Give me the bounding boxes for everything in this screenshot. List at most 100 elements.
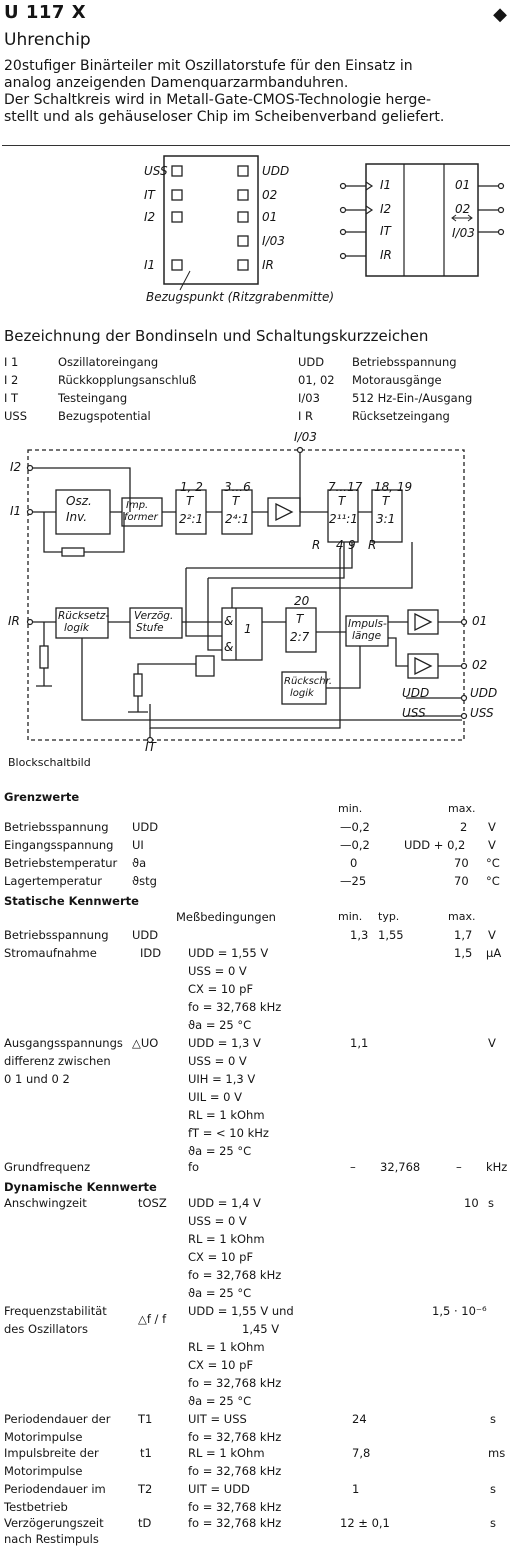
bond-desc: Oszillatoreingang — [58, 355, 159, 369]
col-max: max. — [448, 802, 476, 815]
param-sym: UDD — [132, 928, 159, 942]
condition: fo = 32,768 kHz — [188, 1464, 282, 1478]
param-max: 10 — [464, 1196, 479, 1210]
param-min: – — [350, 1160, 356, 1174]
condition: UDD = 1,4 V — [188, 1196, 261, 1210]
output-driver-block — [407, 653, 439, 679]
condition: ϑa = 25 °C — [188, 1286, 252, 1300]
col-typ: typ. — [378, 910, 400, 923]
diamond-marker-icon: ◆ — [493, 4, 507, 25]
param-name: Stromaufnahme — [4, 946, 97, 960]
limit-min: —0,2 — [340, 820, 370, 834]
stage-ratio: 2²:1 — [179, 512, 204, 526]
param-max: 1,7 — [454, 928, 473, 942]
intro-line: Der Schaltkreis wird in Metall-Gate-CMOS… — [4, 92, 432, 108]
divider-block — [327, 489, 359, 543]
limit-unit: V — [488, 838, 496, 852]
divider-block — [371, 489, 403, 543]
intro-line: analog anzeigenden Damenquarzarmbanduhre… — [4, 75, 349, 91]
stage-label: 7...17 — [328, 480, 363, 494]
bond-code: UDD — [298, 355, 325, 369]
condition: 1,45 V — [242, 1322, 280, 1336]
bond-pad — [237, 259, 249, 271]
condition: UDD = 1,3 V — [188, 1036, 261, 1050]
delay-block — [129, 607, 183, 639]
param-unit: V — [488, 1036, 496, 1050]
bond-pad — [237, 235, 249, 247]
symbol-input-label: I1 — [380, 178, 392, 192]
condition: fo = 32,768 kHz — [188, 1000, 282, 1014]
param-unit: s — [490, 1412, 496, 1426]
param-unit: µA — [486, 946, 502, 960]
pulse-length-block — [345, 615, 389, 647]
param-unit: V — [488, 928, 496, 942]
stage-label: 1, 2 — [180, 480, 203, 494]
limit-name: Betriebstemperatur — [4, 856, 118, 870]
supply-label: UDD — [470, 686, 498, 700]
stage-ratio: 2¹¹:1 — [329, 512, 358, 526]
reference-note: Bezugspunkt (Ritzgrabenmitte) — [146, 290, 335, 304]
param-typ: 7,8 — [352, 1446, 371, 1460]
param-typ: 32,768 — [380, 1160, 421, 1174]
osc-label: Inv. — [66, 510, 88, 524]
condition: RL = 1 kOhm — [188, 1232, 265, 1246]
col-min: min. — [338, 802, 363, 815]
limit-unit: V — [488, 820, 496, 834]
stage-t: T — [186, 494, 194, 508]
supply-label: USS — [402, 706, 426, 720]
param-sym: T2 — [138, 1482, 153, 1496]
param-sym: t1 — [140, 1446, 152, 1460]
supply-label: UDD — [402, 686, 430, 700]
param-sym: △UO — [132, 1036, 159, 1050]
condition: UIL = 0 V — [188, 1090, 243, 1104]
pin-label-left: I2 — [144, 210, 156, 224]
gate-block — [221, 607, 263, 661]
condition: fo = 32,768 kHz — [188, 1268, 282, 1282]
param-name: Impulsbreite der — [4, 1446, 99, 1460]
condition: RL = 1 kOhm — [188, 1108, 265, 1122]
col-min: min. — [338, 910, 363, 923]
stage-t: T — [338, 494, 346, 508]
condition: UIH = 1,3 V — [188, 1072, 256, 1086]
param-sym: tD — [138, 1516, 152, 1530]
stage-t: T — [296, 612, 304, 626]
limits-heading: Grenzwerte — [4, 790, 80, 804]
param-name: Betriebsspannung — [4, 928, 109, 942]
pin-label-right: 02 — [262, 188, 278, 202]
param-typ: 1,55 — [378, 928, 404, 942]
pin-label-left: USS — [144, 164, 168, 178]
limit-name: Eingangsspannung — [4, 838, 114, 852]
symbol-input-label: I2 — [380, 202, 392, 216]
bond-pad — [171, 189, 183, 201]
resistor — [133, 673, 143, 697]
limit-sym: ϑstg — [132, 874, 157, 888]
param-sym: △f / f — [138, 1312, 167, 1326]
bond-pad — [237, 211, 249, 223]
pulse-length-label: länge — [352, 630, 382, 642]
limit-sym: UI — [132, 838, 144, 852]
condition: fo = 32,768 kHz — [188, 1376, 282, 1390]
stage-t: T — [232, 494, 240, 508]
bond-code: I 1 — [4, 355, 19, 369]
condition: USS = 0 V — [188, 1054, 247, 1068]
param-max: 1,5 · 10⁻⁶ — [432, 1304, 487, 1318]
bond-desc: Rückkopplungsanschluß — [58, 373, 197, 387]
block-diagram — [26, 446, 468, 744]
bond-heading: Bezeichnung der Bondinseln und Schaltung… — [4, 327, 429, 345]
stage-label: 3...6 — [224, 480, 251, 494]
bond-pad — [171, 165, 183, 177]
param-sym: IDD — [140, 946, 162, 960]
bond-code: 01, 02 — [298, 373, 335, 387]
bond-code: I 2 — [4, 373, 19, 387]
bond-desc: 512 Hz-Ein-/Ausgang — [352, 391, 473, 405]
param-unit: s — [488, 1196, 494, 1210]
pin-label-right: I/03 — [262, 234, 285, 248]
stage-t: T — [382, 494, 390, 508]
bond-desc: Betriebsspannung — [352, 355, 457, 369]
bond-code: I R — [298, 409, 314, 423]
symbol-output-label: 01 — [455, 178, 471, 192]
osc-label: Osz. — [66, 494, 92, 508]
bond-pad — [171, 259, 183, 271]
bond-code: I/03 — [298, 391, 320, 405]
condition: fo = 32,768 kHz — [188, 1500, 282, 1514]
